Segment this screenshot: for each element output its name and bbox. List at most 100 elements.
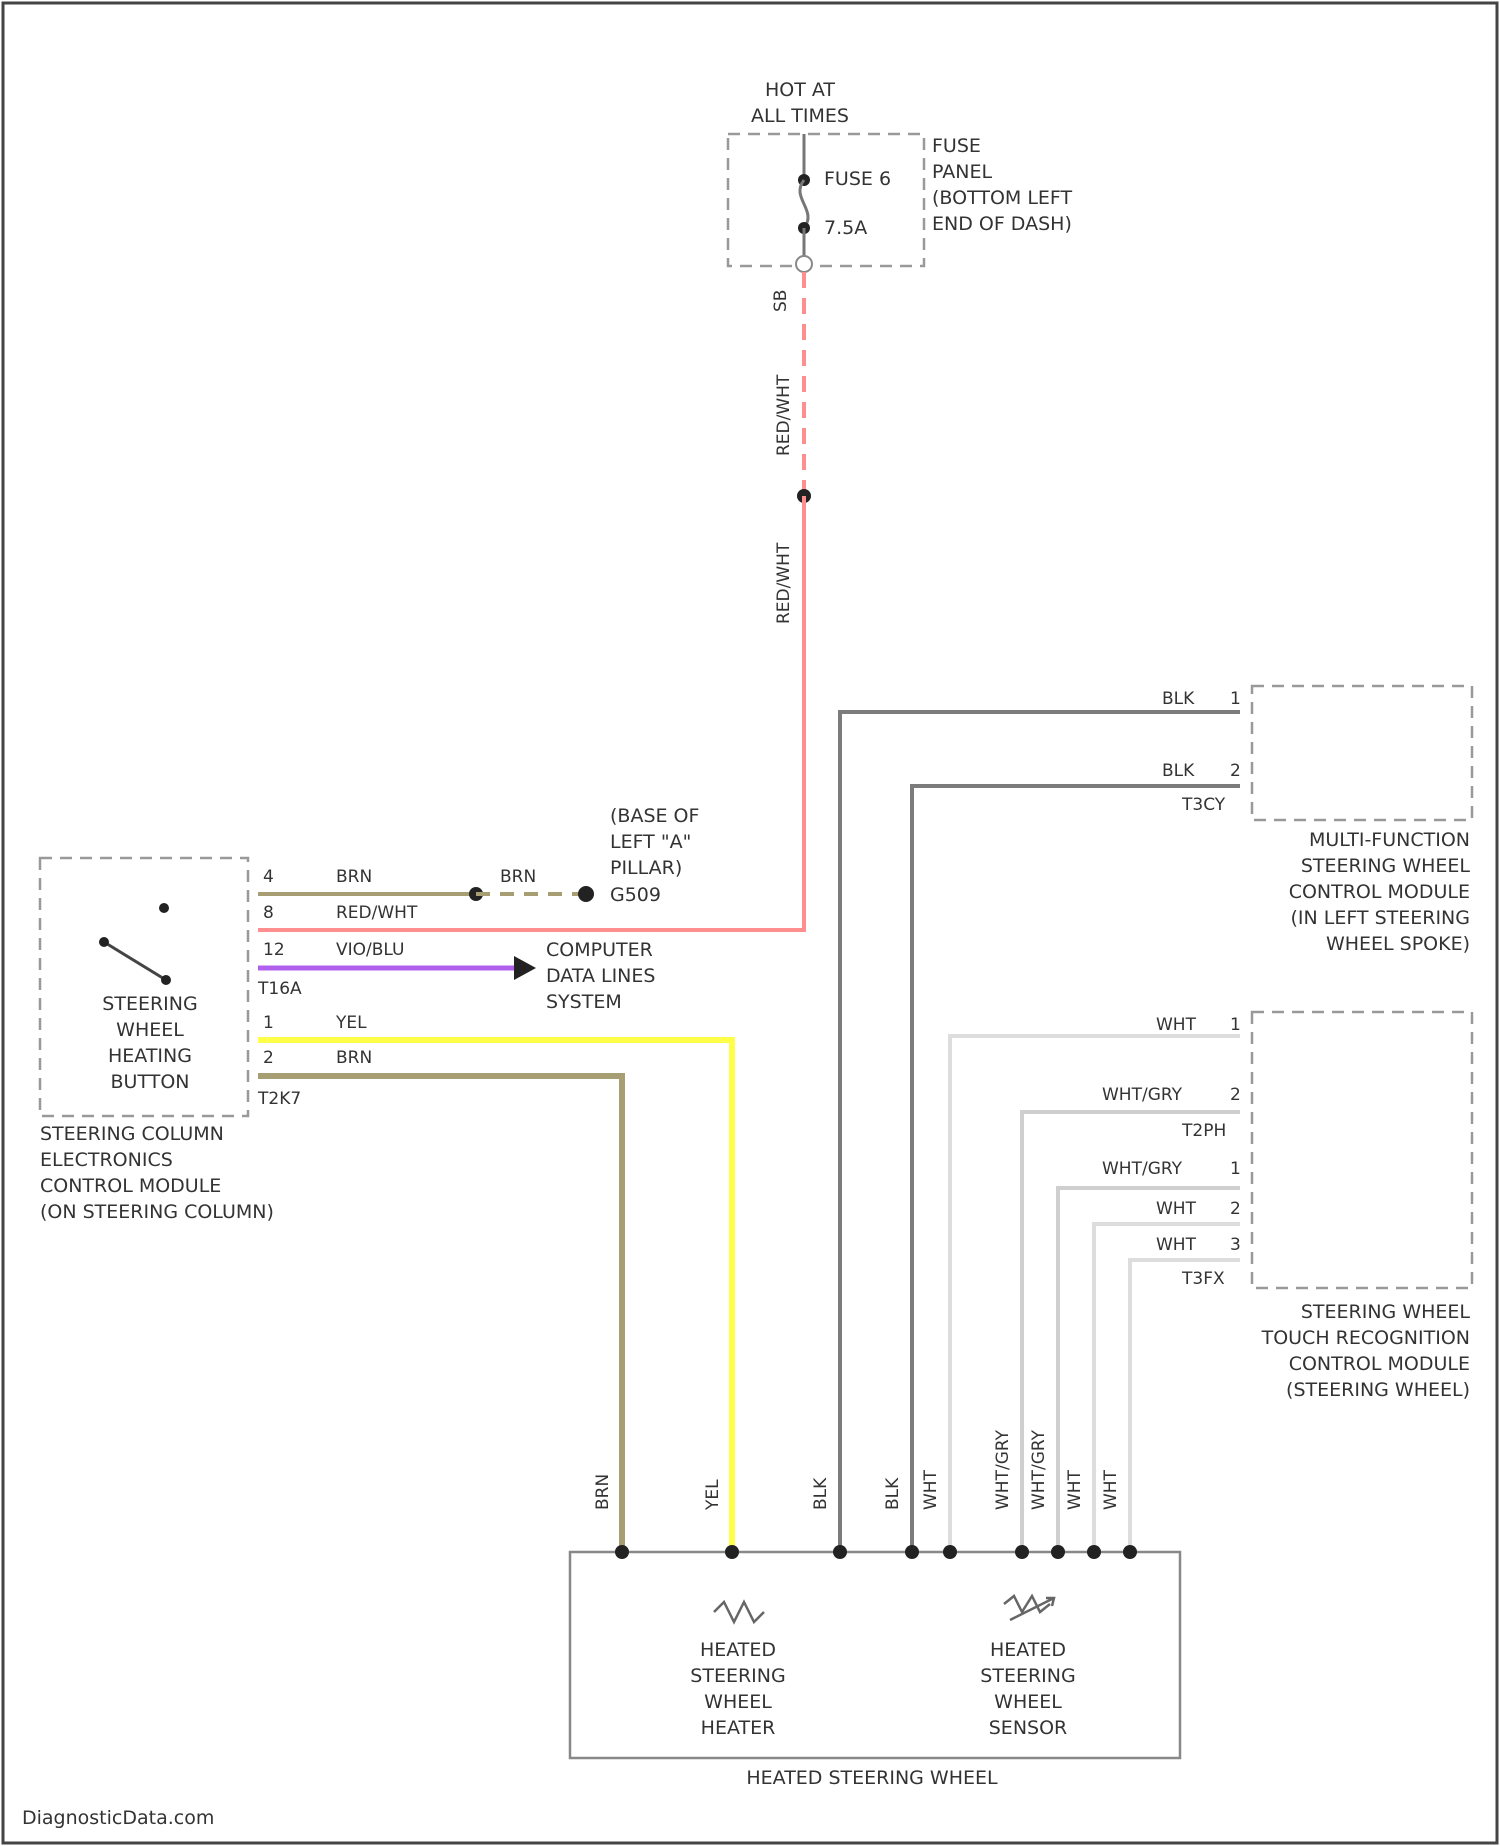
data-lines-label-3: SYSTEM — [546, 991, 622, 1013]
touch-pin-b1: 1 — [1230, 1159, 1241, 1179]
fuse-panel-label-3: (BOTTOM LEFT — [932, 187, 1073, 209]
fuse-name: FUSE 6 — [824, 168, 891, 190]
wht-label-vertical-2: WHT — [1065, 1469, 1085, 1510]
column-module-name-2: ELECTRONICS — [40, 1149, 173, 1171]
ground-id: G509 — [610, 884, 661, 906]
wheel-pin-brn — [615, 1545, 629, 1559]
touch-pin-b2: 2 — [1230, 1199, 1241, 1219]
ground-location-3: PILLAR) — [610, 857, 682, 879]
brn-label-2: BRN — [500, 867, 536, 887]
data-lines-label-2: DATA LINES — [546, 965, 655, 987]
heater-label-4: HEATER — [701, 1717, 776, 1739]
fuse-panel-label-4: END OF DASH) — [932, 213, 1072, 235]
wht-gry-label-vertical-1: WHT/GRY — [993, 1429, 1013, 1510]
button-label-4: BUTTON — [111, 1071, 190, 1093]
sensor-label-4: SENSOR — [989, 1717, 1068, 1739]
fuse-output-terminal — [796, 256, 812, 272]
sensor-label-3: WHEEL — [994, 1691, 1062, 1713]
button-switch-contact — [159, 903, 169, 913]
ground-location-2: LEFT "A" — [610, 831, 691, 853]
touch-module-name-3: CONTROL MODULE — [1289, 1353, 1470, 1375]
brn-label-1: BRN — [336, 867, 372, 887]
mf-pin-2: 2 — [1230, 761, 1241, 781]
wht-label-vertical-3: WHT — [1101, 1469, 1121, 1510]
wht-label-vertical-1: WHT — [921, 1469, 941, 1510]
touch-pin-a1: 1 — [1230, 1015, 1241, 1035]
mf-connector: T3CY — [1181, 795, 1226, 815]
red-wht-label-module: RED/WHT — [336, 903, 418, 923]
wheel-pin-yel — [725, 1545, 739, 1559]
button-switch-pivot — [99, 937, 109, 947]
mf-module-name-2: STEERING WHEEL — [1301, 855, 1471, 877]
wheel-pin-blk-1 — [833, 1545, 847, 1559]
column-pin-8: 8 — [263, 903, 274, 923]
wht-gry-label-1: WHT/GRY — [1102, 1085, 1183, 1105]
heater-label-3: WHEEL — [704, 1691, 772, 1713]
wht-label-2: WHT — [1156, 1199, 1197, 1219]
column-pin-2: 2 — [263, 1048, 274, 1068]
watermark: DiagnosticData.com — [22, 1807, 214, 1829]
sensor-label-2: STEERING — [980, 1665, 1075, 1687]
wht-label-1: WHT — [1156, 1015, 1197, 1035]
vio-blu-label: VIO/BLU — [336, 940, 404, 960]
touch-module-name-2: TOUCH RECOGNITION — [1261, 1327, 1470, 1349]
touch-pin-a2: 2 — [1230, 1085, 1241, 1105]
brn-label-heater: BRN — [336, 1048, 372, 1068]
touch-module-name-1: STEERING WHEEL — [1301, 1301, 1471, 1323]
button-label-2: WHEEL — [116, 1019, 184, 1041]
yel-label: YEL — [335, 1013, 367, 1033]
mf-module-name-4: (IN LEFT STEERING — [1290, 907, 1470, 929]
column-module-name-4: (ON STEERING COLUMN) — [40, 1201, 274, 1223]
touch-connector-a: T2PH — [1181, 1121, 1226, 1141]
diagram-border — [3, 3, 1497, 1843]
wheel-pin-wht-2 — [1087, 1545, 1101, 1559]
touch-module-name-4: (STEERING WHEEL) — [1286, 1379, 1470, 1401]
wht-gry-label-2: WHT/GRY — [1102, 1159, 1183, 1179]
wheel-pin-blk-2 — [905, 1545, 919, 1559]
heater-label-1: HEATED — [700, 1639, 776, 1661]
column-pin-12: 12 — [263, 940, 285, 960]
brn-label-vertical: BRN — [593, 1474, 613, 1510]
data-lines-label-1: COMPUTER — [546, 939, 653, 961]
heated-wheel-name: HEATED STEERING WHEEL — [746, 1767, 998, 1789]
ground-location-1: (BASE OF — [610, 805, 699, 827]
fuse-pin-label: SB — [771, 290, 791, 312]
touch-connector-b: T3FX — [1181, 1269, 1225, 1289]
wheel-pin-wht-gry-1 — [1015, 1545, 1029, 1559]
mf-module-name-1: MULTI-FUNCTION — [1309, 829, 1470, 851]
red-wht-label-lower: RED/WHT — [774, 542, 794, 624]
wht-label-3: WHT — [1156, 1235, 1197, 1255]
yel-label-vertical: YEL — [703, 1479, 723, 1511]
ground-terminal — [578, 886, 594, 902]
wht-gry-label-vertical-2: WHT/GRY — [1029, 1429, 1049, 1510]
button-switch-tip — [161, 975, 171, 985]
blk-label-vertical-2: BLK — [883, 1477, 903, 1510]
button-label-3: HEATING — [108, 1045, 192, 1067]
column-pin-1: 1 — [263, 1013, 274, 1033]
column-module-name-1: STEERING COLUMN — [40, 1123, 224, 1145]
column-connector-a: T16A — [257, 979, 302, 999]
fuse-hot-label-2: ALL TIMES — [751, 105, 849, 127]
fuse-rating: 7.5A — [824, 217, 867, 239]
mf-module-name-5: WHEEL SPOKE) — [1326, 933, 1470, 955]
button-label-1: STEERING — [102, 993, 197, 1015]
fuse-panel-label-2: PANEL — [932, 161, 992, 183]
column-pin-4: 4 — [263, 867, 274, 887]
blk-label-1: BLK — [1162, 689, 1195, 709]
blk-label-vertical-1: BLK — [811, 1477, 831, 1510]
mf-module-name-3: CONTROL MODULE — [1289, 881, 1470, 903]
column-module-name-3: CONTROL MODULE — [40, 1175, 221, 1197]
blk-label-2: BLK — [1162, 761, 1195, 781]
wheel-pin-wht-gry-2 — [1051, 1545, 1065, 1559]
wheel-pin-wht-3 — [1123, 1545, 1137, 1559]
fuse-panel-label-1: FUSE — [932, 135, 981, 157]
mf-pin-1: 1 — [1230, 689, 1241, 709]
touch-pin-b3: 3 — [1230, 1235, 1241, 1255]
red-wht-label-upper: RED/WHT — [774, 374, 794, 456]
column-connector-b: T2K7 — [257, 1089, 301, 1109]
fuse-hot-label-1: HOT AT — [765, 79, 835, 101]
heater-label-2: STEERING — [690, 1665, 785, 1687]
wheel-pin-wht-1 — [943, 1545, 957, 1559]
sensor-label-1: HEATED — [990, 1639, 1066, 1661]
